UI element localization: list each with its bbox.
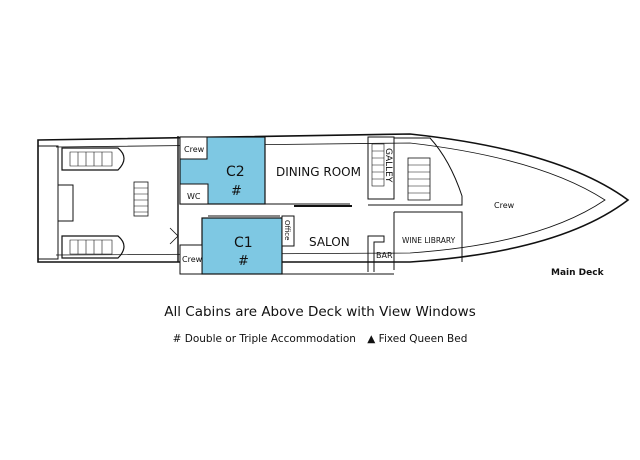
deck-name: Main Deck [551,268,605,278]
label-crew-bottom: Crew [182,255,203,264]
room-galley [367,136,395,200]
wine-library-walls [393,211,463,270]
label-wc: WC [187,192,201,201]
legend: # Double or Triple Accommodation ▲ Fixed… [0,333,640,345]
hull-inner-line [55,142,606,256]
room-crew-top [179,136,208,160]
label-crew-top: Crew [184,145,205,154]
aft-stair [133,181,149,217]
label-wine-library: WINE LIBRARY [402,236,456,245]
label-galley: GALLEY [383,148,393,183]
room-wc [179,183,209,205]
label-c2-mark: # [231,184,242,199]
label-salon: SALON [309,235,350,249]
forward-bulkhead [394,137,463,206]
tender-top [61,147,125,171]
legend-queen-bed: ▲ Fixed Queen Bed [367,333,468,345]
tender-bottom [61,235,125,259]
caption-title: All Cabins are Above Deck with View Wind… [164,304,476,320]
label-bar: BAR [376,251,393,260]
label-crew-bow: Crew [494,201,515,210]
cabin-c1 [201,217,283,275]
label-dining-room: DINING ROOM [276,165,361,179]
bar-counter [367,235,385,272]
label-c2: C2 [226,164,245,180]
forward-stair [407,157,431,201]
label-office: Office [283,220,291,240]
legend-double-triple: # Double or Triple Accommodation [172,333,356,345]
room-office [281,215,295,247]
room-crew-bottom [179,244,203,275]
galley-stair [371,143,385,187]
label-c1: C1 [234,235,253,251]
aft-door-step [169,227,179,245]
stern-bench [57,184,74,222]
label-c1-mark: # [238,254,249,269]
